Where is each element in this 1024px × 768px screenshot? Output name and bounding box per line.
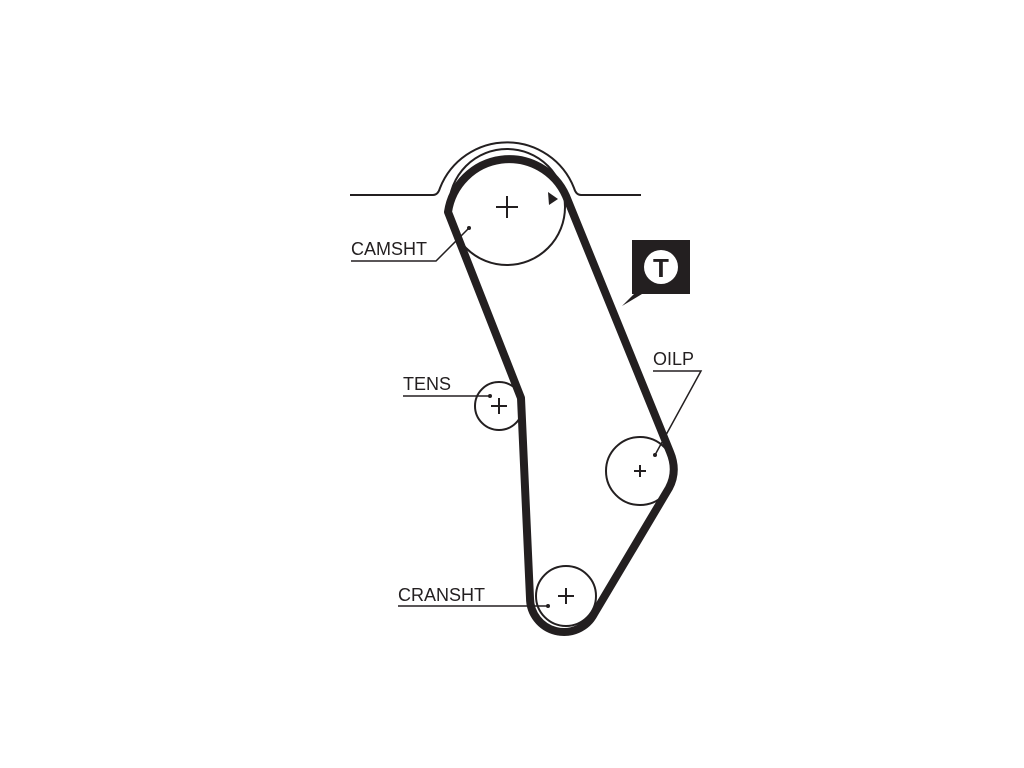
oil-pump-leader-line — [653, 370, 703, 456]
crankshaft-center-cross-icon — [558, 588, 574, 604]
tensioner-center-cross-icon — [491, 398, 507, 414]
crankshaft-pulley — [535, 565, 597, 627]
rotation-direction-arrow-icon — [548, 192, 558, 205]
tensioner-label: TENS — [403, 374, 451, 394]
timing-belt — [444, 155, 678, 636]
camshaft-label: CAMSHT — [351, 239, 427, 259]
camshaft-leader-line — [351, 227, 470, 262]
engine-cover-outline — [350, 141, 641, 196]
oil-pump-center-cross-icon — [634, 465, 646, 477]
tensioner-marker-badge-icon: T — [622, 240, 690, 306]
badge-letter: T — [653, 253, 669, 283]
crankshaft-label: CRANSHT — [398, 585, 485, 605]
oil-pump-label: OILP — [653, 349, 694, 369]
camshaft-center-cross-icon — [496, 196, 518, 218]
